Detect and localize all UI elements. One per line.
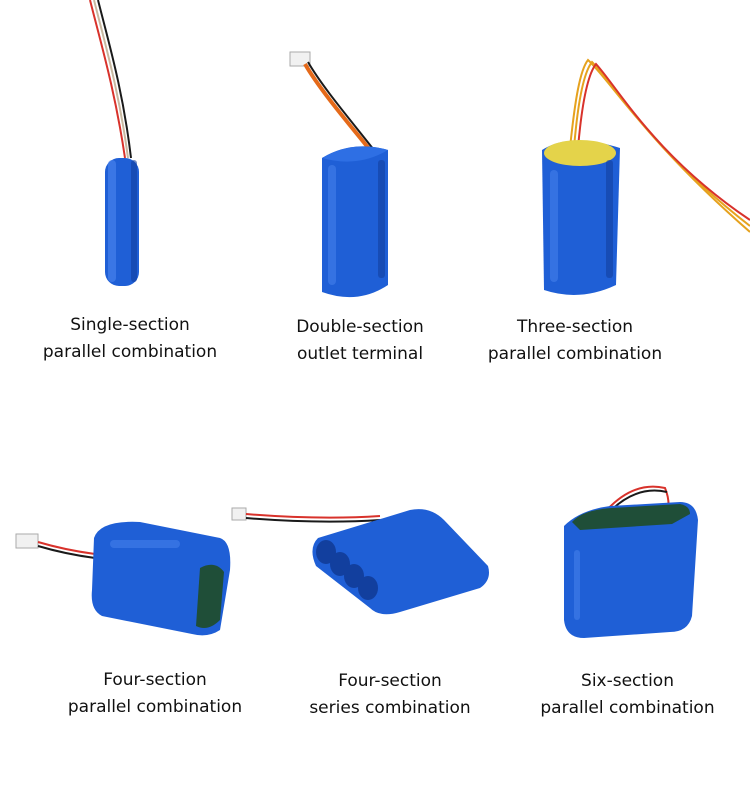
four-cell-row-battery-image	[231, 507, 489, 615]
triple-cell-battery-image	[542, 58, 750, 295]
double-cell-battery-image	[289, 51, 388, 298]
six-cell-block-battery-image	[564, 485, 698, 638]
four-cell-stacked-battery-image	[15, 521, 231, 636]
single-cylinder-battery-image	[89, 0, 139, 286]
